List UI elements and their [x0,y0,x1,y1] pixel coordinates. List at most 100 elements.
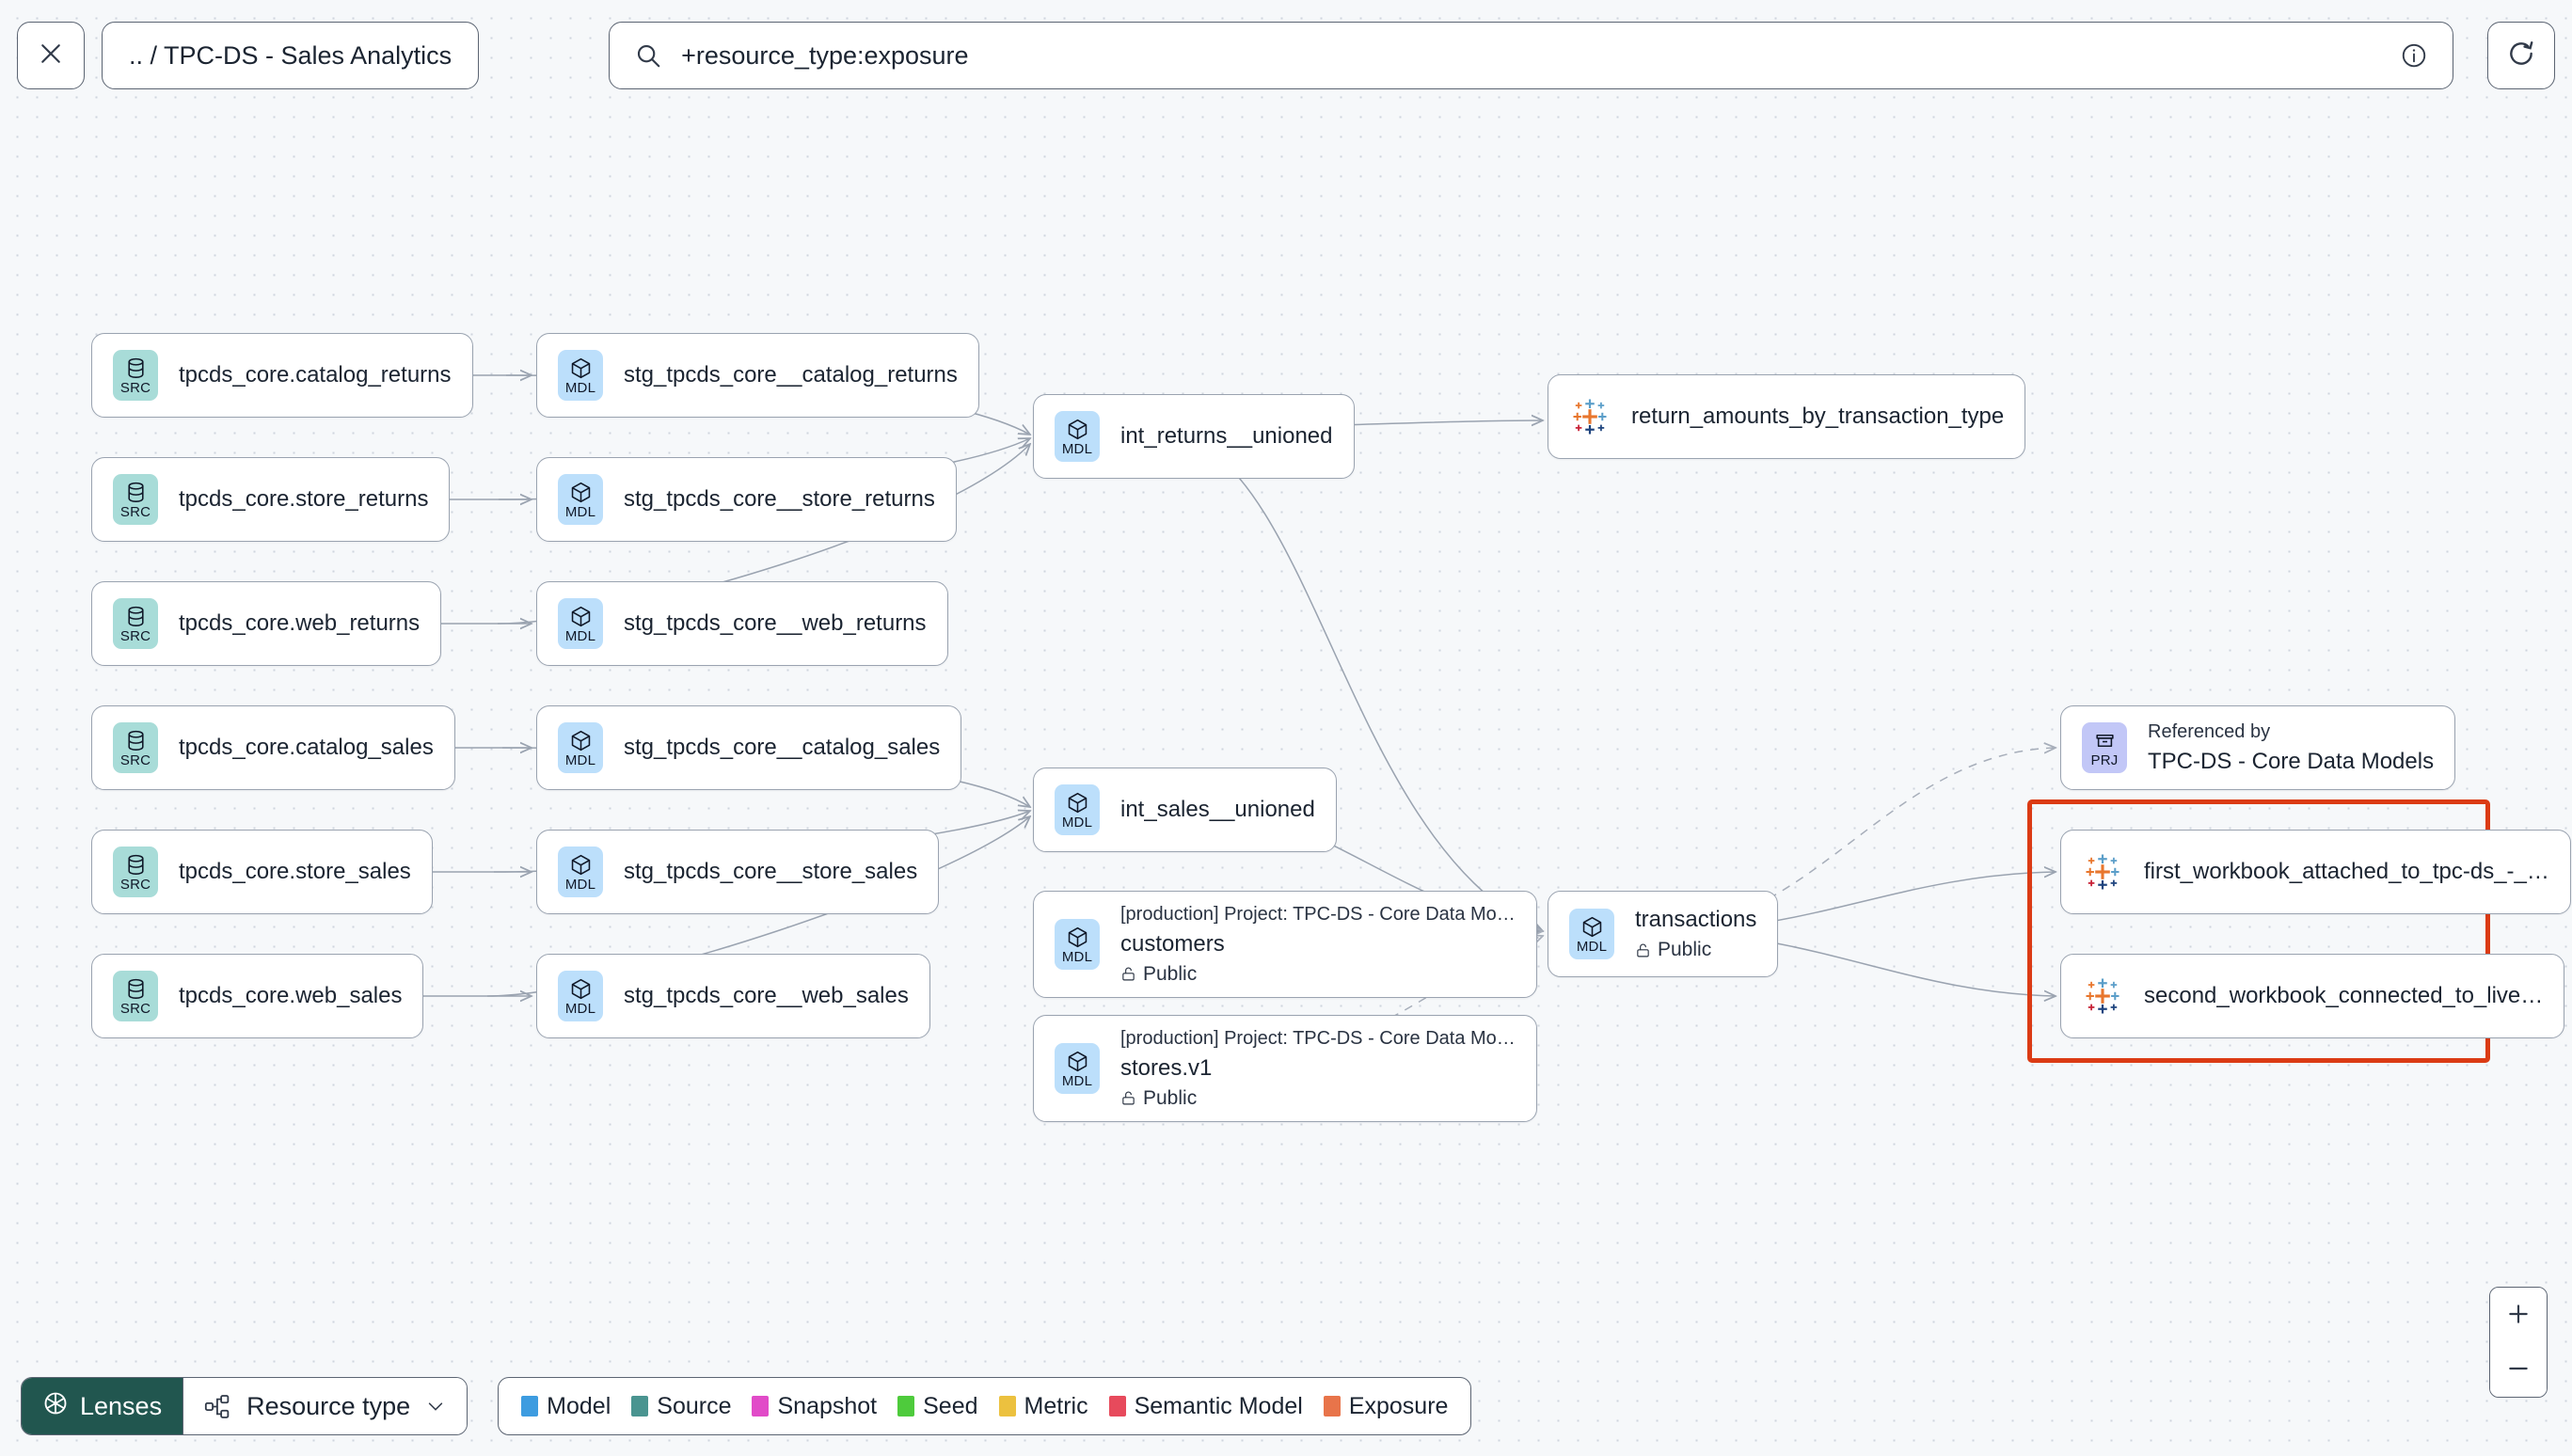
node-title: int_returns__unioned [1120,423,1333,449]
node-body: stg_tpcds_core__catalog_returns [624,362,958,388]
legend-item-semantic-model[interactable]: Semantic Model [1108,1392,1303,1420]
resource-type-label: Resource type [246,1391,411,1420]
info-icon[interactable] [2400,41,2428,70]
node-type-badge-label: MDL [1061,948,1093,965]
resource-type-dropdown[interactable]: Resource type [183,1378,468,1434]
node-type-badge-mdl: MDL [1055,1043,1100,1094]
legend-label: Model [547,1392,611,1419]
node-title: return_amounts_by_transaction_type [1631,404,2005,429]
node-body: [production] Project: TPC-DS - Core Data… [1120,1028,1516,1110]
legend-item-model[interactable]: Model [521,1393,611,1420]
node-body: tpcds_core.store_returns [179,486,428,513]
graph-node-first_workbook[interactable]: first_workbook_attached_to_tpc-ds_-_… [2060,830,2571,914]
refresh-icon [2506,39,2536,73]
node-subtitle: Referenced by [2148,720,2271,742]
legend-label: Exposure [1348,1392,1449,1419]
lock-open-icon [1635,942,1651,959]
graph-node-second_workbook[interactable]: second_workbook_connected_to_live… [2060,954,2565,1038]
graph-node-stg_catalog_returns[interactable]: MDL stg_tpcds_core__catalog_returns [536,333,979,418]
graph-node-src_web_returns[interactable]: SRC tpcds_core.web_returns [91,581,442,666]
node-type-badge-label: MDL [564,876,596,893]
node-visibility: Public [1120,963,1516,986]
node-type-badge-src: SRC [113,722,158,773]
node-title: tpcds_core.web_returns [179,610,421,636]
node-type-badge-label: SRC [119,503,151,520]
node-type-badge-label: MDL [1061,814,1093,831]
refresh-button[interactable] [2487,22,2555,89]
legend-item-source[interactable]: Source [631,1393,731,1420]
graph-node-return_amounts[interactable]: return_amounts_by_transaction_type [1548,374,2026,459]
node-visibility-label: Public [1143,1086,1198,1109]
node-body: tpcds_core.web_sales [179,983,402,1009]
node-type-badge-src: SRC [113,350,158,401]
node-body: stg_tpcds_core__store_sales [624,859,917,885]
legend-item-seed[interactable]: Seed [897,1393,978,1420]
node-type-badge-label: MDL [564,503,596,520]
node-type-badge-label: SRC [119,627,151,644]
node-type-badge-label: SRC [119,379,151,396]
node-type-badge-src: SRC [113,598,158,649]
legend-item-snapshot[interactable]: Snapshot [752,1393,877,1420]
graph-node-stg_store_sales[interactable]: MDL stg_tpcds_core__store_sales [536,830,940,914]
minus-icon [2506,1356,2531,1384]
node-subtitle: [production] Project: TPC-DS - Core Data… [1120,903,1516,925]
breadcrumb[interactable]: .. / TPC-DS - Sales Analytics [102,22,480,89]
node-title: int_sales__unioned [1120,797,1315,822]
chevron-down-icon [425,1396,446,1416]
zoom-in-button[interactable] [2490,1288,2547,1342]
close-button[interactable] [17,22,85,89]
graph-node-stores_v1[interactable]: MDL [production] Project: TPC-DS - Core D… [1033,1015,1537,1122]
node-title: first_workbook_attached_to_tpc-ds_-_… [2144,859,2549,884]
legend-swatch [897,1396,915,1416]
legend-swatch [998,1396,1016,1416]
node-title: TPC-DS - Core Data Models [2148,748,2435,774]
zoom-controls[interactable] [2489,1287,2548,1398]
graph-node-int_sales[interactable]: MDL int_sales__unioned [1033,768,1337,852]
node-title: tpcds_core.store_sales [179,859,411,884]
lenses-button[interactable]: Lenses [22,1378,183,1434]
lock-open-icon [1120,1089,1136,1107]
aperture-icon [42,1390,69,1423]
node-tree-icon [204,1393,231,1420]
zoom-out-button[interactable] [2490,1342,2547,1397]
node-title: stg_tpcds_core__catalog_returns [624,362,958,388]
graph-node-src_web_sales[interactable]: SRC tpcds_core.web_sales [91,954,424,1038]
node-body: tpcds_core.store_sales [179,859,411,885]
node-title: stg_tpcds_core__store_sales [624,859,918,884]
legend-item-metric[interactable]: Metric [998,1393,1088,1420]
node-type-badge-mdl: MDL [1055,919,1100,970]
node-title: stg_tpcds_core__catalog_sales [624,735,941,760]
node-type-badge-label: SRC [119,1000,151,1017]
graph-node-customers[interactable]: MDL [production] Project: TPC-DS - Core D… [1033,891,1537,998]
node-visibility-label: Public [1658,939,1712,960]
node-title: transactions [1635,907,1757,932]
node-type-badge-src: SRC [113,971,158,1021]
node-title: tpcds_core.web_sales [179,983,403,1008]
bottom-toolbar: Lenses Resource type [21,1377,1472,1435]
legend-label: Semantic Model [1134,1392,1303,1419]
legend-label: Snapshot [777,1392,878,1419]
legend-swatch [752,1396,770,1416]
graph-node-src_store_returns[interactable]: SRC tpcds_core.store_returns [91,457,451,542]
search-bar[interactable] [609,22,2453,89]
node-body: stg_tpcds_core__web_sales [624,983,909,1009]
node-type-badge-mdl: MDL [558,350,603,401]
node-visibility-label: Public [1143,962,1198,985]
lenses-label: Lenses [80,1391,163,1420]
tableau-icon [1569,396,1611,437]
search-input[interactable] [681,40,2381,71]
node-visibility: Public [1635,939,1756,961]
legend-item-exposure[interactable]: Exposure [1323,1392,1449,1420]
